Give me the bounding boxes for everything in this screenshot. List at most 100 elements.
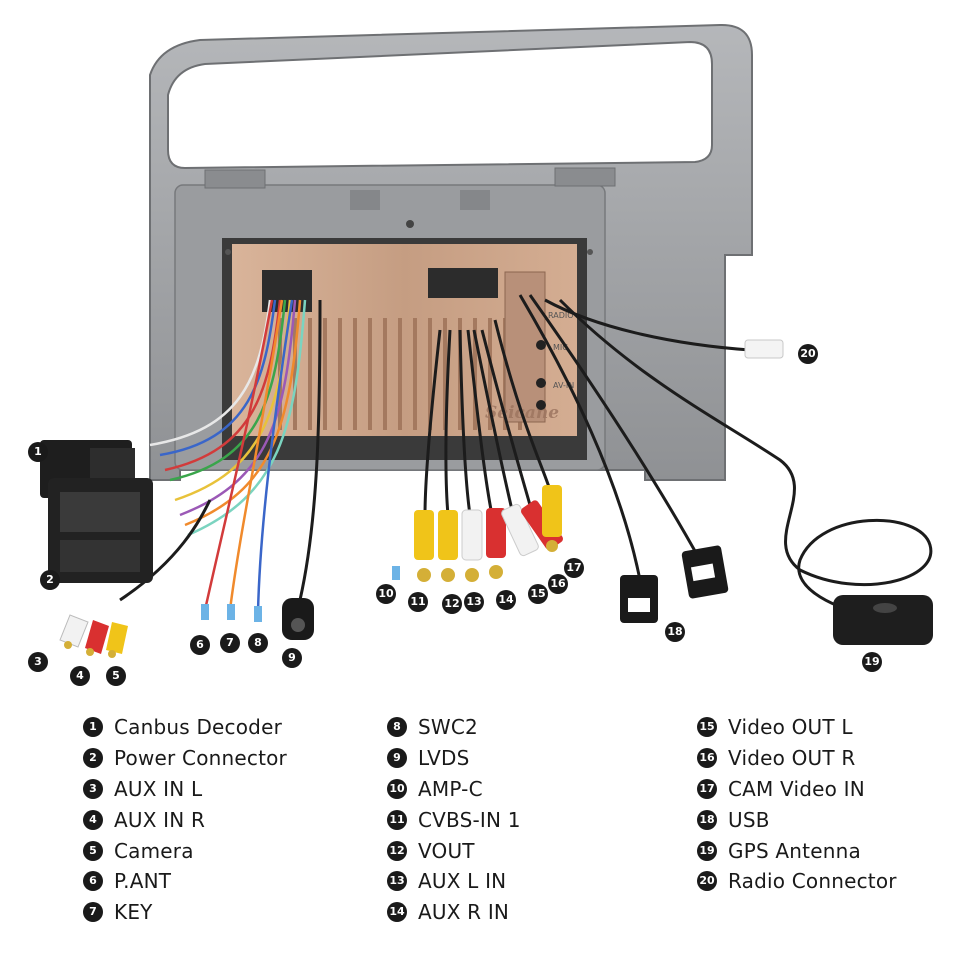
legend-number: 14 (387, 902, 407, 923)
legend-label: AUX IN R (114, 807, 206, 832)
legend-label: AUX R IN (418, 900, 510, 925)
callout-15: 15 (528, 584, 548, 604)
callout-20: 20 (798, 344, 818, 364)
legend-item: 18 USB (697, 804, 897, 835)
port-label-mic: MIC (553, 343, 568, 352)
callout-16: 16 (548, 574, 568, 594)
legend-item: 10 AMP-C (387, 774, 521, 805)
legend-number: 15 (697, 717, 717, 738)
legend-item: 12 VOUT (387, 835, 521, 866)
legend-label: USB (728, 807, 770, 832)
callout-5: 5 (106, 666, 126, 686)
legend-item: 3 AUX IN L (83, 774, 287, 805)
legend-label: Video OUT R (728, 746, 856, 771)
callout-4: 4 (70, 666, 90, 686)
legend-item: 19 GPS Antenna (697, 835, 897, 866)
legend-number: 2 (83, 748, 103, 769)
legend-number: 12 (387, 840, 407, 861)
legend-item: 7 KEY (83, 897, 287, 928)
legend-number: 4 (83, 809, 103, 830)
main-harness-wires (149, 299, 307, 613)
legend-label: Power Connector (114, 746, 287, 771)
legend-item: 5 Camera (83, 835, 287, 866)
wire-tip-pins (201, 566, 400, 622)
wiring-diagram: Seicane RADIO MIC AV-IN (28, 23, 933, 686)
power-connector (48, 478, 153, 583)
rca-aux-camera-plugs (59, 614, 128, 658)
callout-7: 7 (220, 633, 240, 653)
legend-label: AMP-C (418, 776, 483, 801)
legend-number: 16 (697, 748, 717, 769)
legend-label: CAM Video IN (728, 776, 865, 801)
legend-number: 19 (697, 840, 717, 861)
radio-connector (744, 339, 784, 359)
legend-label: Radio Connector (728, 869, 897, 894)
port-label-av-in: AV-IN (553, 381, 574, 390)
legend-number: 6 (83, 871, 103, 892)
legend-item: 6 P.ANT (83, 866, 287, 897)
legend-item: 2 Power Connector (83, 743, 287, 774)
legend-item: 20 Radio Connector (697, 866, 897, 897)
legend-label: Camera (114, 838, 194, 863)
callout-18: 18 (665, 622, 685, 642)
callout-17: 17 (564, 558, 584, 578)
legend-item: 17 CAM Video IN (697, 774, 897, 805)
legend-column-3: 15 Video OUT L 16 Video OUT R 17 CAM Video … (697, 712, 897, 897)
legend-number: 9 (387, 748, 407, 769)
legend-label: GPS Antenna (728, 838, 861, 863)
callout-14: 14 (496, 590, 516, 610)
port-label-radio: RADIO (548, 311, 574, 320)
legend-item: 9 LVDS (387, 743, 521, 774)
callout-1: 1 (28, 442, 48, 462)
callout-3: 3 (28, 652, 48, 672)
usb-connectors (620, 545, 729, 623)
callout-8: 8 (248, 633, 268, 653)
legend-number: 13 (387, 871, 407, 892)
lvds-plug (282, 598, 314, 640)
legend-label: LVDS (418, 746, 470, 771)
callout-6: 6 (190, 635, 210, 655)
legend-number: 1 (83, 717, 103, 738)
legend-number: 17 (697, 778, 717, 799)
legend-item: 15 Video OUT L (697, 712, 897, 743)
legend-number: 5 (83, 840, 103, 861)
head-unit-illustration: Seicane RADIO MIC AV-IN (40, 23, 933, 658)
legend-item: 4 AUX IN R (83, 804, 287, 835)
legend-label: P.ANT (114, 869, 172, 894)
legend-number: 8 (387, 717, 407, 738)
legend-label: AUX IN L (114, 776, 203, 801)
legend-label: Video OUT L (728, 715, 853, 740)
callout-11: 11 (408, 592, 428, 612)
legend-label: AUX L IN (418, 869, 507, 894)
callout-12: 12 (442, 594, 462, 614)
callout-13: 13 (464, 592, 484, 612)
legend-number: 7 (83, 902, 103, 923)
gps-antenna (833, 595, 933, 645)
legend-number: 20 (697, 871, 717, 892)
head-unit-chassis: Seicane RADIO MIC AV-IN (222, 238, 593, 460)
legend-item: 11 CVBS-IN 1 (387, 804, 521, 835)
legend-label: CVBS-IN 1 (418, 807, 521, 832)
legend-label: Canbus Decoder (114, 715, 283, 740)
legend-number: 18 (697, 809, 717, 830)
legend-item: 14 AUX R IN (387, 897, 521, 928)
callout-10: 10 (376, 584, 396, 604)
legend-number: 3 (83, 778, 103, 799)
legend-item: 16 Video OUT R (697, 743, 897, 774)
legend-number: 11 (387, 809, 407, 830)
callout-9: 9 (282, 648, 302, 668)
legend-number: 10 (387, 778, 407, 799)
legend-item: 1 Canbus Decoder (83, 712, 287, 743)
legend-item: 8 SWC2 (387, 712, 521, 743)
legend-label: KEY (114, 900, 153, 925)
rca-plug-bank (414, 485, 563, 582)
legend-label: VOUT (418, 838, 475, 863)
legend-label: SWC2 (418, 715, 478, 740)
legend-item: 13 AUX L IN (387, 866, 521, 897)
legend-column-2: 8 SWC2 9 LVDS 10 AMP-C 11 CVBS-IN 1 12 VOUT 1… (387, 712, 521, 928)
callout-19: 19 (862, 652, 882, 672)
black-cables (119, 294, 933, 617)
callout-2: 2 (40, 570, 60, 590)
